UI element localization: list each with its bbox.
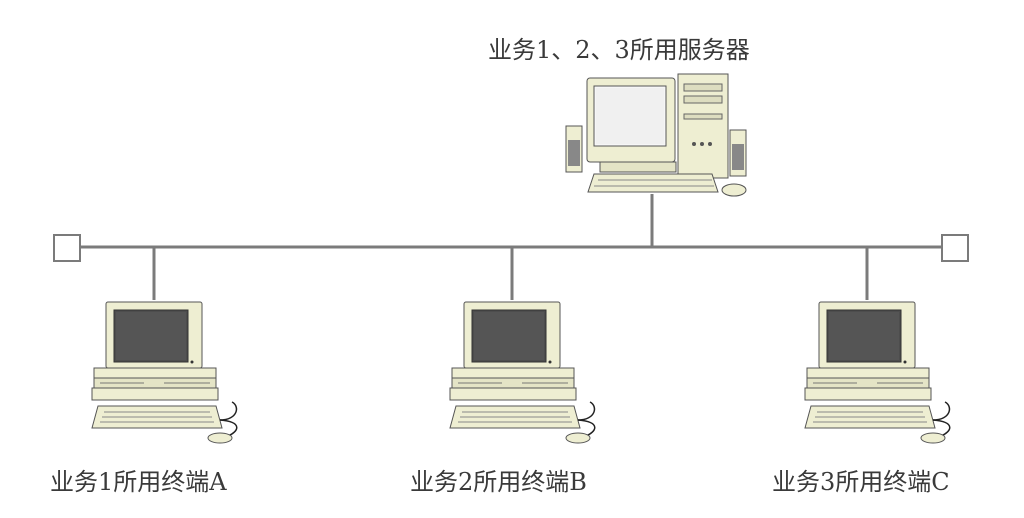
bus-terminator-left bbox=[53, 234, 81, 262]
bus-terminator-right bbox=[941, 234, 969, 262]
terminal-c-label: 业务3所用终端C bbox=[772, 468, 950, 496]
terminal-a-computer-icon bbox=[91, 301, 238, 444]
server-computer-icon bbox=[565, 73, 747, 197]
terminal-b-label: 业务2所用终端B bbox=[410, 468, 587, 496]
server-label: 业务1、2、3所用服务器 bbox=[488, 36, 750, 64]
terminal-c-computer-icon bbox=[804, 301, 951, 444]
terminal-a-label: 业务1所用终端A bbox=[50, 468, 227, 496]
terminal-b-computer-icon bbox=[449, 301, 596, 444]
